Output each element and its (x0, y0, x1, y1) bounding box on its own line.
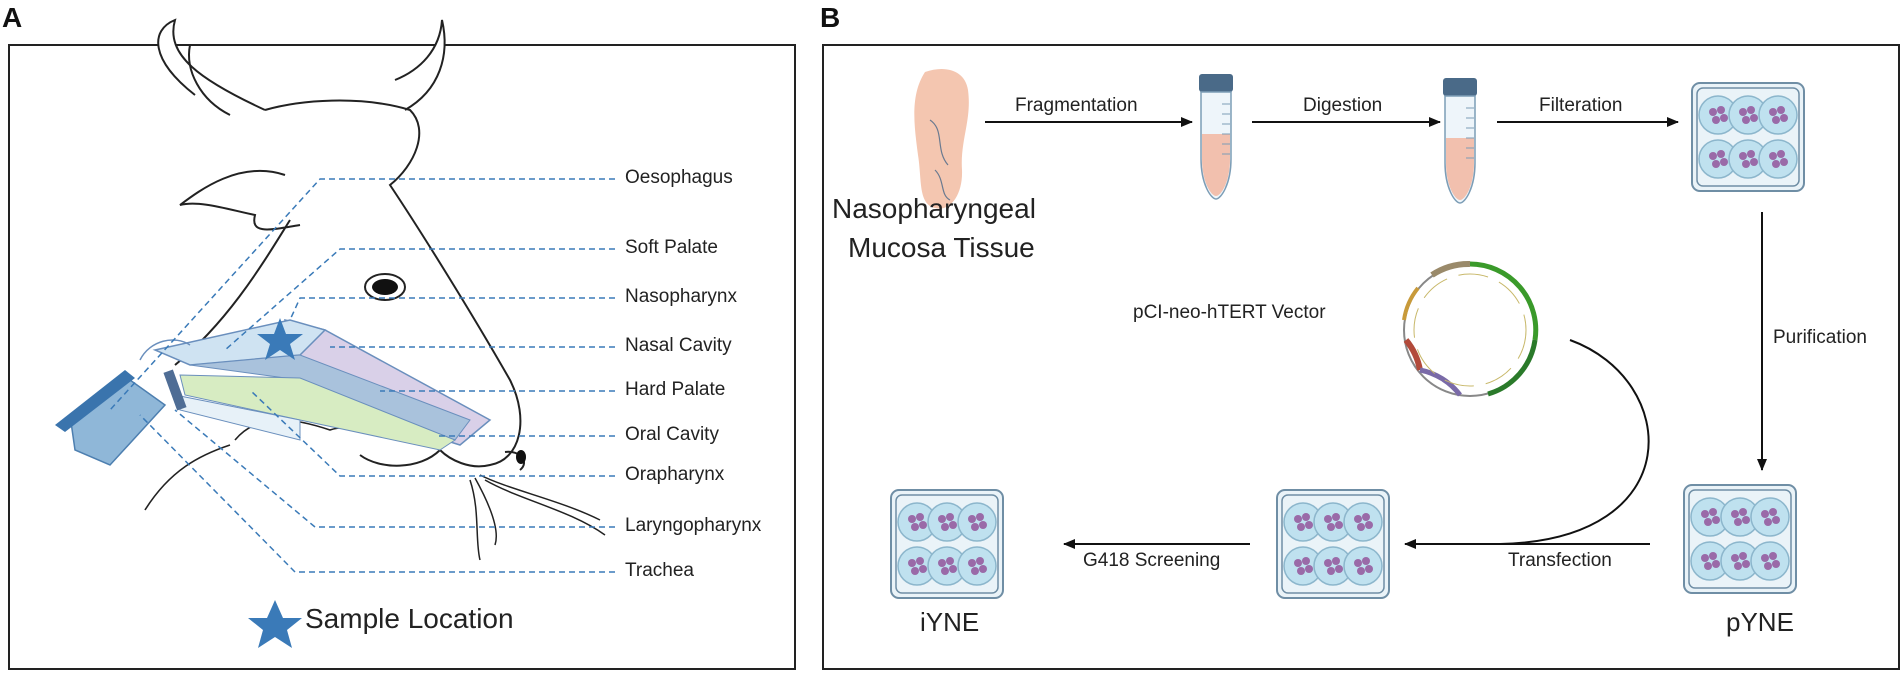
legend-star-icon (248, 600, 302, 648)
step-digestion: Digestion (1303, 95, 1383, 116)
cattle-anatomy-illustration (55, 18, 615, 648)
tissue-label-line2: Mucosa Tissue (848, 232, 1035, 263)
label-hard-palate: Hard Palate (625, 379, 726, 400)
label-nasopharynx: Nasopharynx (625, 286, 737, 307)
legend-sample-location: Sample Location (305, 603, 514, 634)
step-filteration: Filteration (1539, 95, 1623, 116)
whiskers (469, 474, 606, 561)
leader-oesophagus (109, 178, 615, 411)
panel-a-letter: A (2, 2, 23, 33)
step-purification: Purification (1773, 327, 1867, 348)
trachea-tube (69, 379, 167, 466)
right-horn (394, 19, 446, 111)
oesophagus-tube (55, 370, 135, 432)
label-trachea: Trachea (625, 560, 694, 581)
step-g418-screening: G418 Screening (1083, 550, 1221, 571)
label-soft-palate: Soft Palate (625, 237, 718, 258)
cell-line-iyne: iYNE (920, 607, 980, 637)
oral-cavity-region (179, 374, 457, 451)
tissue-label-line1: Nasopharyngeal (832, 193, 1036, 224)
leader-orapharynx (249, 389, 615, 477)
label-nasal-cavity: Nasal Cavity (625, 335, 732, 356)
panel-b-letter: B (820, 2, 841, 33)
leader-soft-palate (224, 248, 615, 351)
ear (179, 169, 301, 231)
label-orapharynx: Orapharynx (625, 464, 725, 485)
leader-trachea (139, 414, 615, 573)
label-oesophagus: Oesophagus (625, 167, 733, 188)
vector-label: pCI-neo-hTERT Vector (1133, 302, 1326, 323)
panel-b-frame (822, 44, 1900, 670)
sample-location-star (257, 318, 303, 360)
label-oral-cavity: Oral Cavity (625, 424, 719, 445)
step-fragmentation: Fragmentation (1015, 95, 1138, 116)
label-laryngopharynx: Laryngopharynx (625, 515, 762, 536)
panel-a-frame (8, 44, 796, 670)
cell-line-pyne: pYNE (1726, 607, 1794, 637)
left-horn (157, 18, 266, 111)
step-transfection: Transfection (1508, 550, 1612, 571)
leader-nasopharynx (289, 297, 615, 321)
leader-laryngopharynx (174, 409, 615, 528)
head-outline (264, 99, 522, 468)
